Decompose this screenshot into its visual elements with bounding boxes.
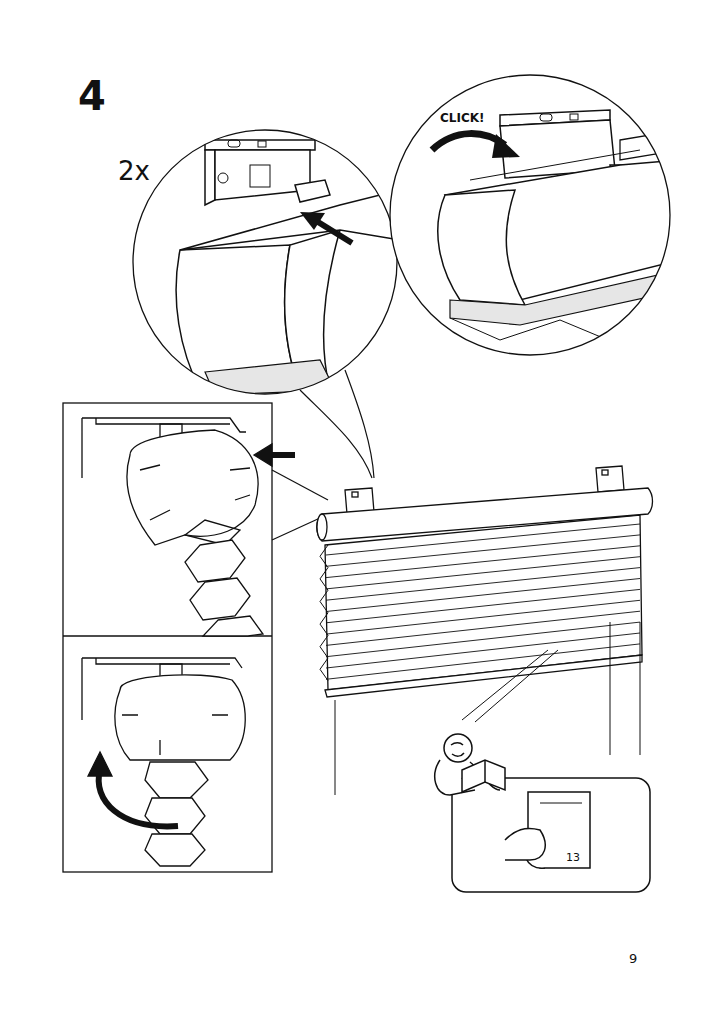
pleat-line [326, 589, 640, 622]
step-number: 4 [78, 76, 106, 116]
profile-panels [63, 403, 295, 872]
sound-label: CLICK! [440, 112, 485, 124]
page-number: 9 [629, 952, 637, 965]
quantity-label: 2x [118, 158, 150, 184]
magnifier-circle [133, 130, 397, 394]
pleat-line [326, 622, 640, 657]
page-reference: 13 [566, 852, 580, 863]
magnifier-tail [272, 470, 328, 540]
pleated-blind [317, 466, 653, 795]
magnifier-circle [390, 75, 670, 355]
detail-right [390, 75, 680, 355]
info-box [435, 734, 650, 892]
pleat-edge [320, 545, 328, 681]
detail-left [133, 130, 400, 410]
pleat-line [326, 611, 640, 645]
pleat-line [326, 600, 640, 634]
